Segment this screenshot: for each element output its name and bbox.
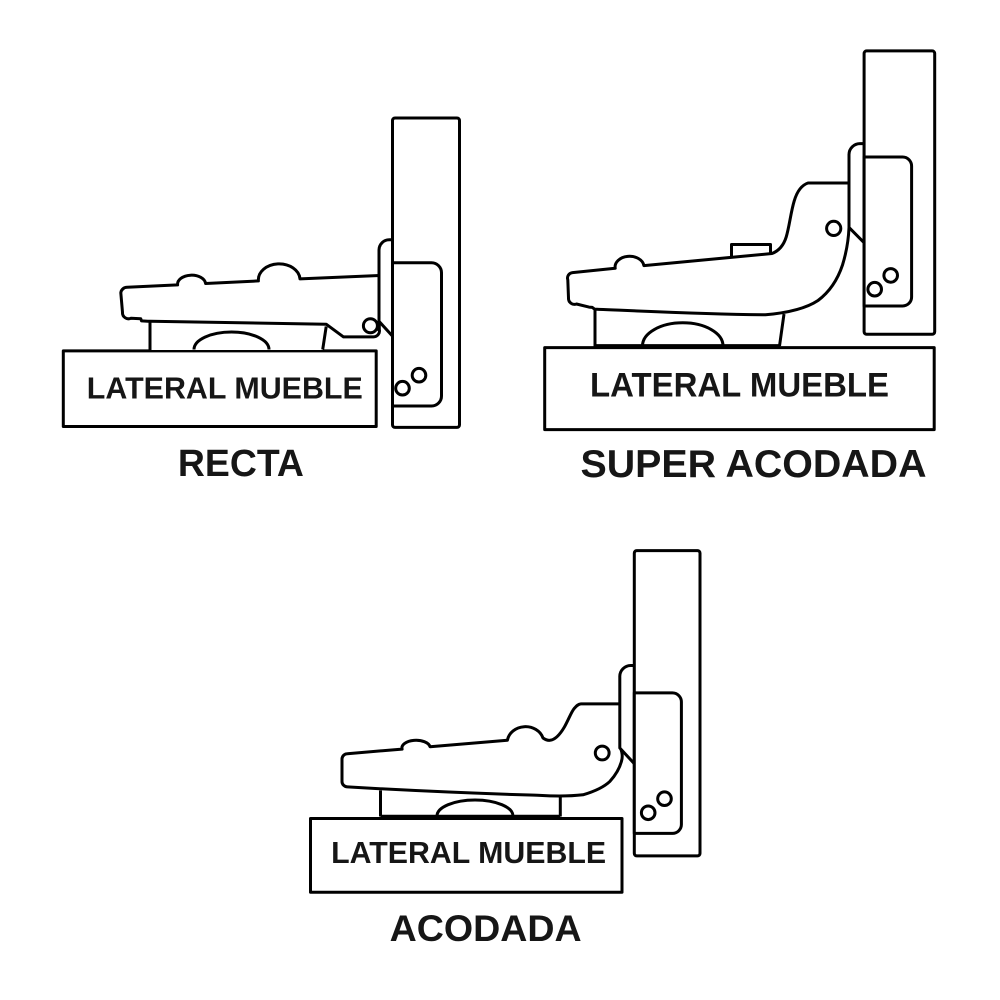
svg-text:ACODADA: ACODADA [390,907,582,949]
svg-text:LATERAL MUEBLE: LATERAL MUEBLE [331,835,606,870]
svg-text:LATERAL MUEBLE: LATERAL MUEBLE [590,367,889,405]
svg-text:SUPER ACODADA: SUPER ACODADA [581,443,927,486]
svg-text:RECTA: RECTA [178,442,304,485]
svg-text:LATERAL MUEBLE: LATERAL MUEBLE [87,370,363,405]
